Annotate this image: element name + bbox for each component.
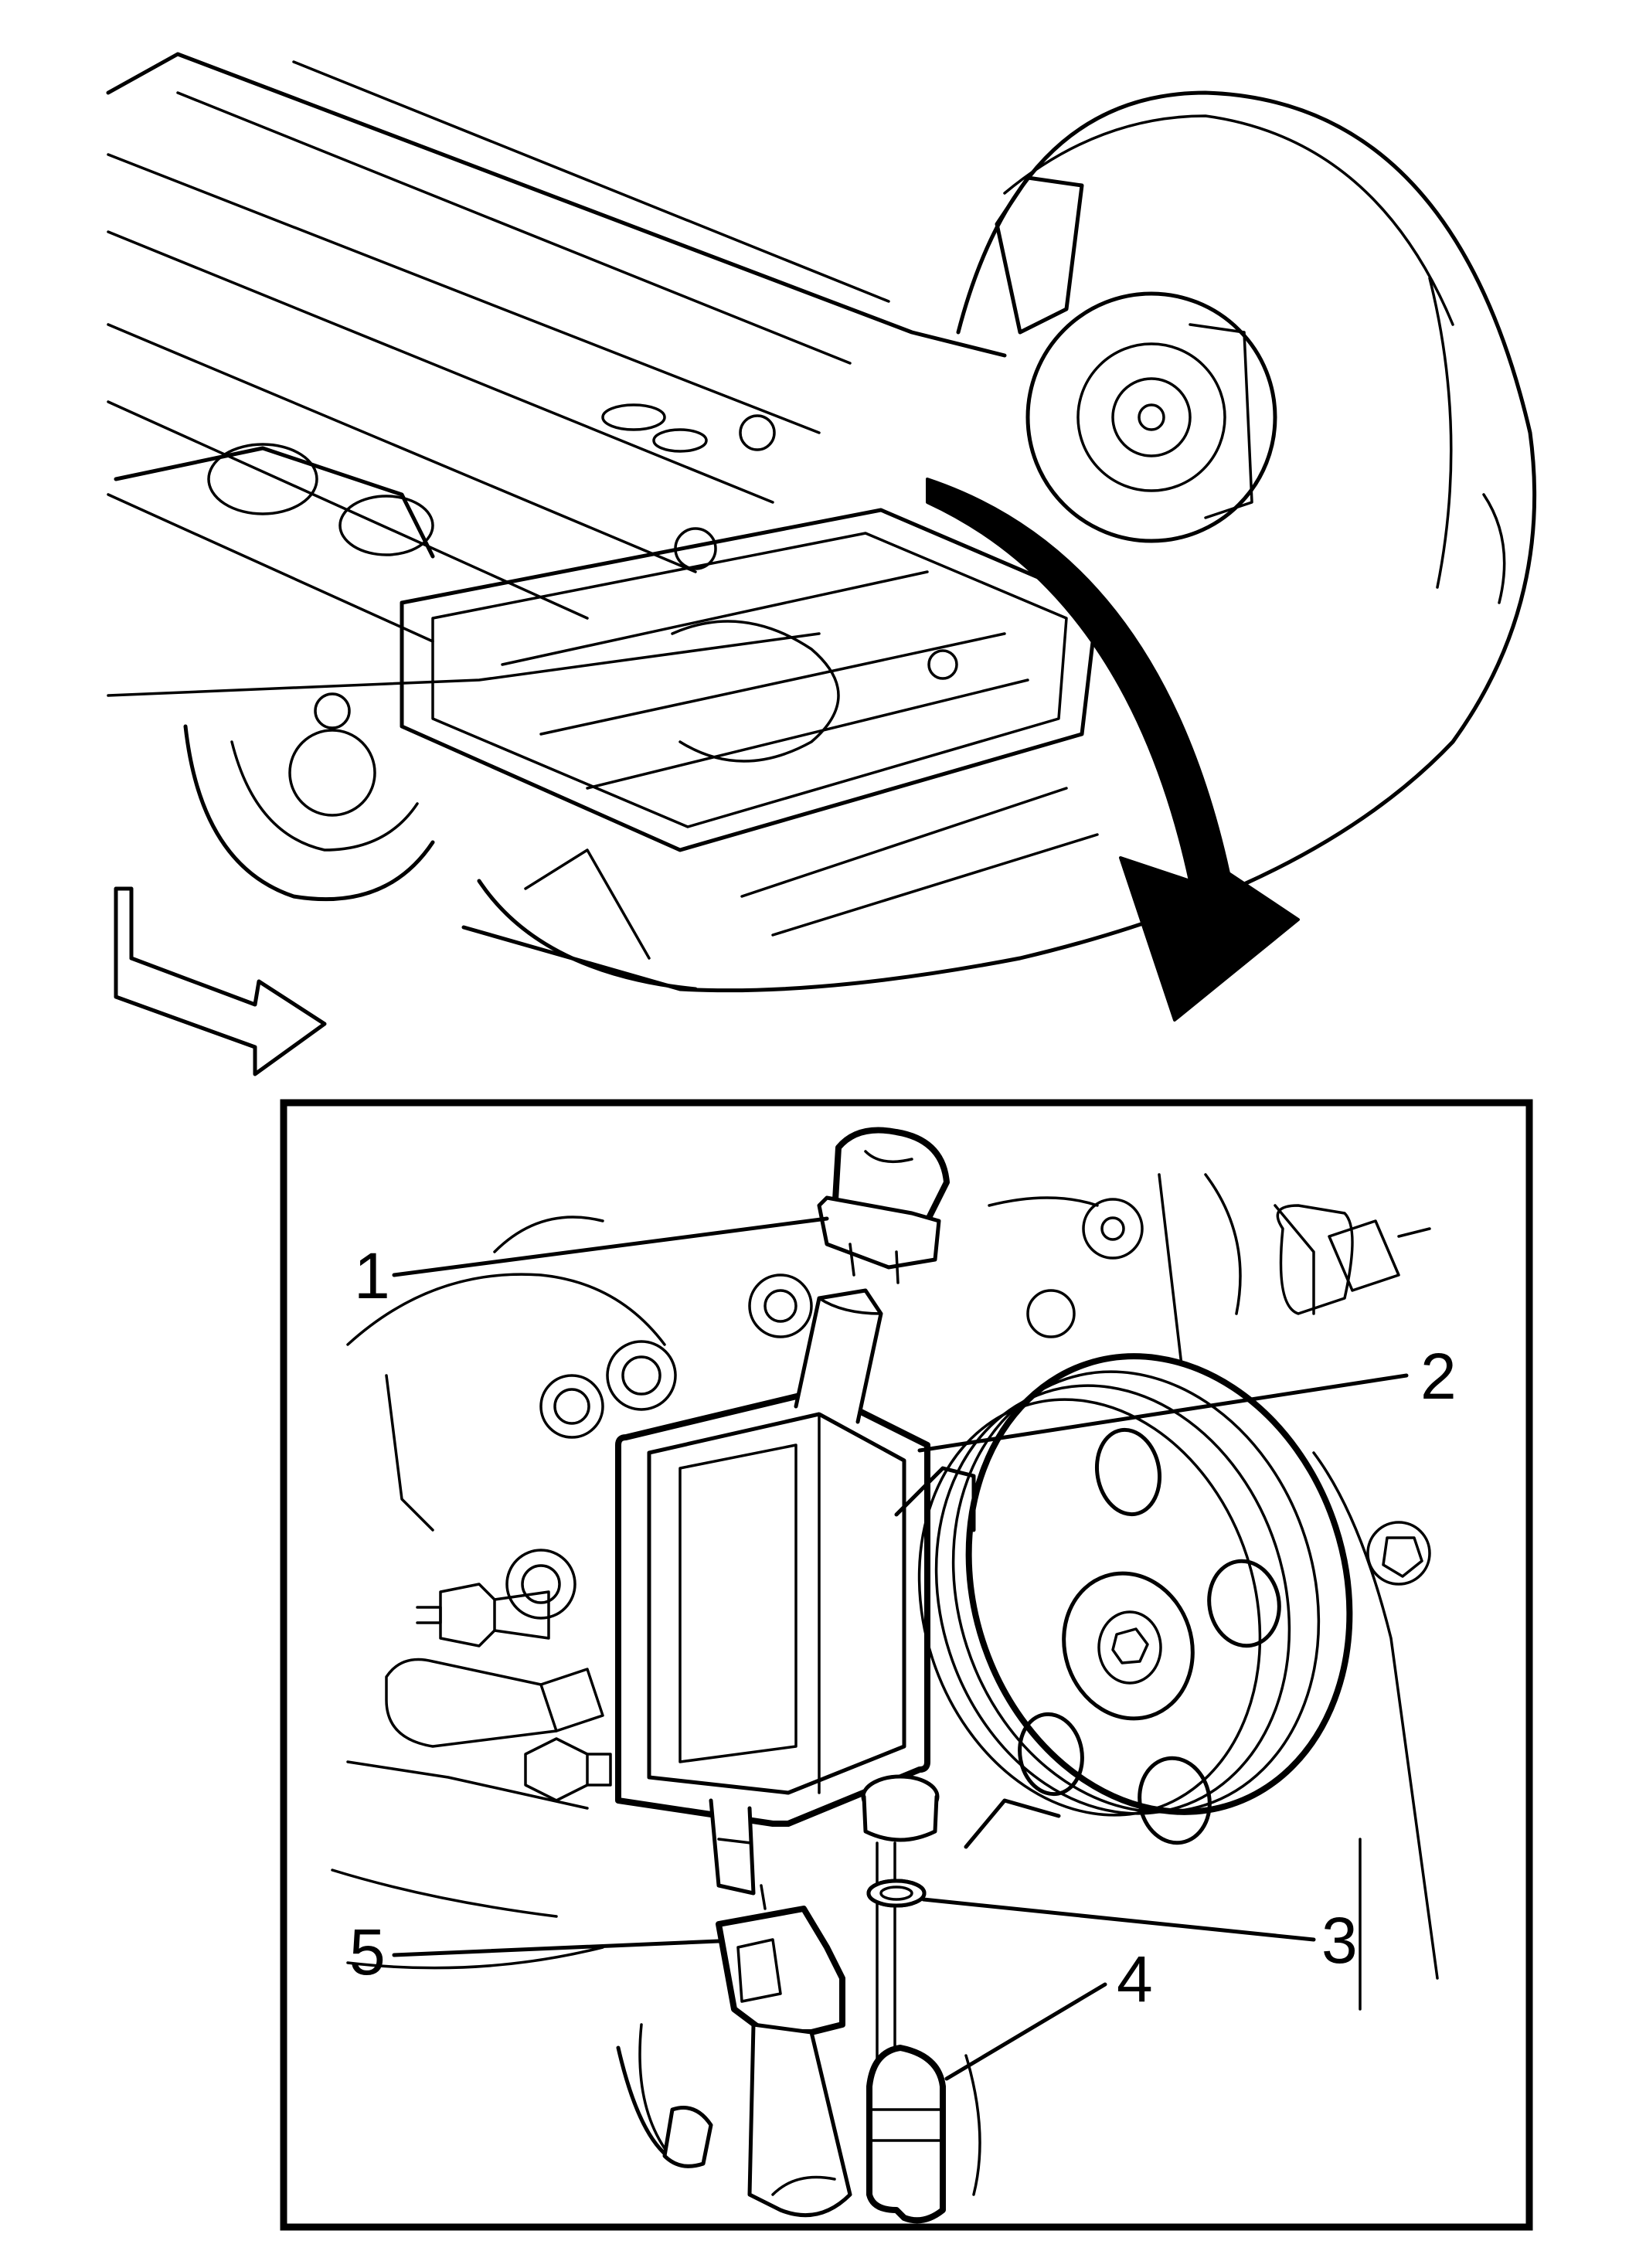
callout-2: 2 <box>917 1340 1457 1453</box>
callout-1-label: 1 <box>354 1239 390 1312</box>
front-direction-arrow-icon <box>114 886 327 1076</box>
callout-5: 5 <box>349 1916 721 1988</box>
pressure-hose-fitting <box>817 1127 950 1284</box>
curved-rotation-arrow-icon <box>926 478 1300 1022</box>
pump-assembly <box>615 1288 930 1896</box>
callout-3: 3 <box>921 1897 1358 1977</box>
callout-1: 1 <box>354 1216 829 1312</box>
callout-2-label: 2 <box>1420 1340 1457 1413</box>
electrical-connector <box>616 1884 852 2218</box>
callout-4: 4 <box>944 1943 1153 2081</box>
mounting-bolt <box>416 1583 550 1647</box>
callout-5-label: 5 <box>349 1916 386 1988</box>
mounting-bolt <box>524 1737 612 1802</box>
o-ring-seal <box>866 1879 927 1908</box>
mounting-bolt <box>385 1658 604 1748</box>
return-hose-fitting <box>861 1774 946 2224</box>
sensor-connector <box>1276 1204 1431 1315</box>
vehicle-underbody-view <box>106 52 1537 993</box>
pump-pulley <box>894 1353 1353 1849</box>
callout-4-label: 4 <box>1117 1943 1153 2015</box>
callout-3-label: 3 <box>1321 1904 1358 1977</box>
